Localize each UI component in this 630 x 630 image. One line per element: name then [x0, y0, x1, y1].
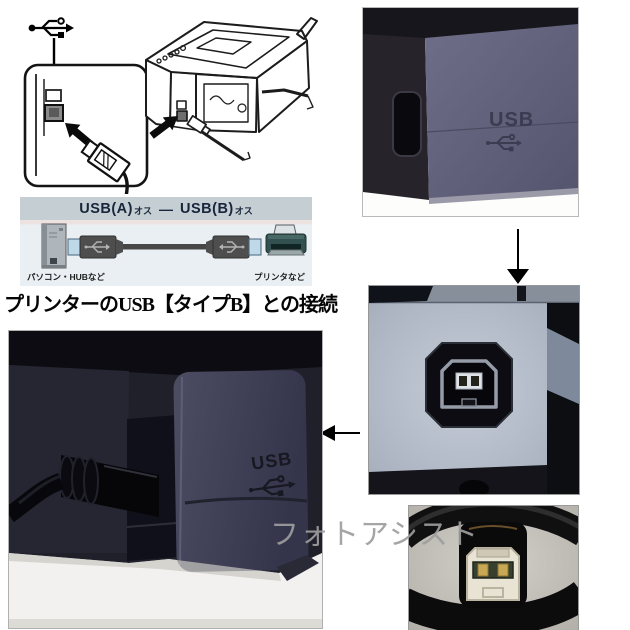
- right-purple-slab: [173, 370, 309, 572]
- printer-line-drawing: [145, 17, 318, 162]
- coiled-cable-top: [409, 506, 578, 549]
- down-arrow-icon: [506, 229, 530, 285]
- usb-cable: [9, 473, 65, 523]
- usb-type-b-port: [425, 342, 513, 428]
- floor-shadow: [9, 553, 281, 581]
- photo-tr-svg: USB: [363, 8, 578, 216]
- printer-connection-line-drawing: [6, 4, 332, 205]
- coiled-cable-bottom: [409, 581, 578, 630]
- photo-usb-type-b-port: [368, 285, 580, 495]
- diagram-body: パソコン・HUBなど プリンタなど: [20, 220, 312, 286]
- usb-cable-diagram: USB(A)オス—USB(B)オス: [20, 197, 312, 286]
- usb-trident-icon: [28, 17, 74, 38]
- photo-printer-usb-corner: USB: [362, 7, 579, 217]
- printer-small-icon: [265, 224, 307, 256]
- pc-tower-icon: [41, 223, 67, 269]
- port-pointer-arrow: [149, 116, 178, 139]
- printer-label: プリンタなど: [253, 272, 305, 282]
- trident-on-b-plug: [219, 241, 245, 253]
- page-title: プリンターのUSB【タイプB】との接続: [4, 294, 338, 316]
- diagram-title-bar: USB(A)オス—USB(B)オス: [20, 197, 312, 220]
- usb-a-label: USB(A): [79, 200, 133, 217]
- usb-port-callout: [23, 63, 149, 205]
- printer-purple-face: [425, 24, 578, 200]
- bottom-shadow: [369, 465, 547, 494]
- usb-b-male-label: オス: [234, 205, 253, 216]
- photo-bl-svg: USB: [9, 331, 322, 628]
- photo-usb-type-b-plug: [408, 505, 579, 630]
- usb-b-label: USB(B): [180, 200, 234, 217]
- trident-on-a-plug: [84, 241, 110, 253]
- right-lit-wedge: [547, 328, 579, 404]
- photo-mr-svg: [369, 286, 579, 494]
- printer-top-black: [9, 331, 322, 375]
- cable-cavity-hole: [392, 91, 422, 157]
- usb-type-b-connector: [459, 522, 527, 608]
- line-drawing-svg: [23, 17, 318, 205]
- printer-usb-port: [176, 110, 188, 122]
- usb-trident-emboss-icon: [248, 475, 296, 497]
- left-arrow-icon: [320, 424, 360, 442]
- photo-cable-plugged-printer: USB: [8, 330, 323, 629]
- photo-br-svg: [409, 506, 578, 630]
- top-left-black-corner: [369, 286, 433, 303]
- pc-hub-label: パソコン・HUBなど: [27, 272, 105, 282]
- usb-ab-cable-icon: [67, 235, 262, 259]
- usb-a-male-label: オス: [133, 205, 152, 216]
- watermark-text: フォトアシスト: [270, 519, 479, 551]
- cable-diagram-svg: [41, 223, 307, 269]
- printer-usb-port-outline: [176, 100, 187, 110]
- insert-direction-arrow: [65, 123, 95, 149]
- usb-emboss-label: USB: [489, 109, 534, 131]
- usb-cable-plug: [9, 455, 159, 523]
- dash-separator: —: [159, 200, 173, 217]
- usb-trident-emboss-icon: [486, 133, 522, 152]
